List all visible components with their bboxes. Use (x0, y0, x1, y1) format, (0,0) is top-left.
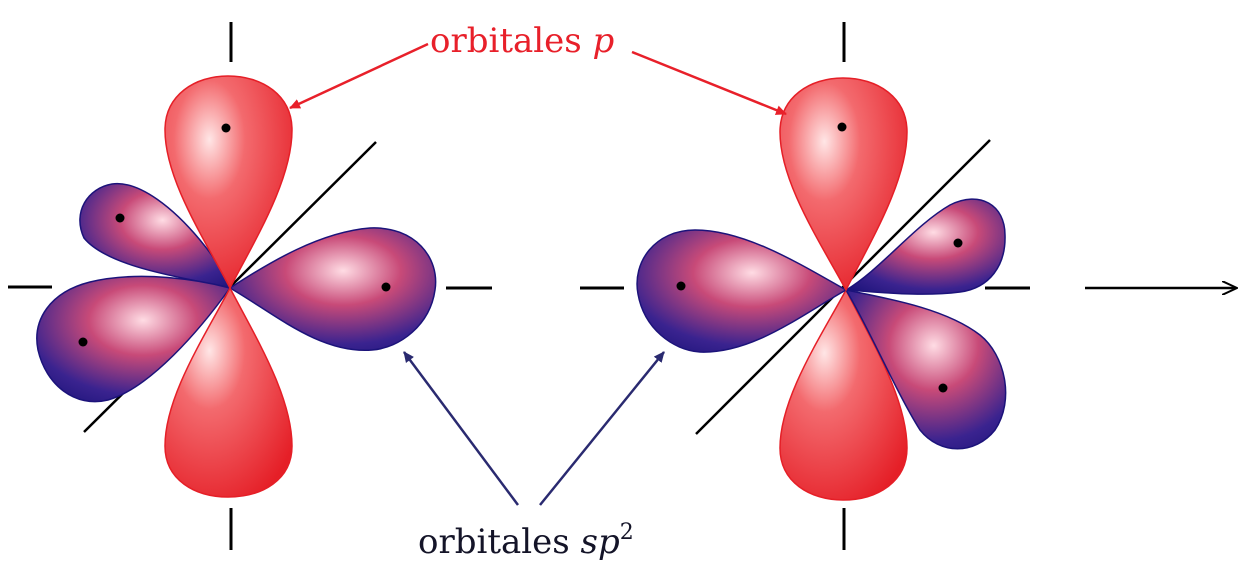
right-sp2-lobe-left (637, 230, 846, 352)
sp2-label-arrow-right (540, 352, 664, 505)
right-dot-sp2-upper-right (954, 239, 963, 248)
right-dot-sp2-left (677, 282, 686, 291)
left-carbon (8, 22, 492, 550)
right-carbon (580, 22, 1030, 550)
left-sp2-lobe-right (230, 228, 436, 350)
p-label-arrow-right (632, 52, 786, 114)
right-dot-sp2-lower-right (939, 384, 948, 393)
sp2-label-arrow-left (404, 352, 518, 505)
right-dot-p-top (838, 123, 847, 132)
left-dot-p-top (222, 124, 231, 133)
label-p-orbitals: orbitales p (430, 21, 614, 61)
left-dot-sp2-right (382, 283, 391, 292)
left-dot-sp2-lower-left (79, 338, 88, 347)
p-label-arrow-left (290, 44, 428, 108)
label-sp2-orbitals: orbitales sp2 (418, 520, 634, 562)
left-dot-sp2-upper-left (116, 214, 125, 223)
